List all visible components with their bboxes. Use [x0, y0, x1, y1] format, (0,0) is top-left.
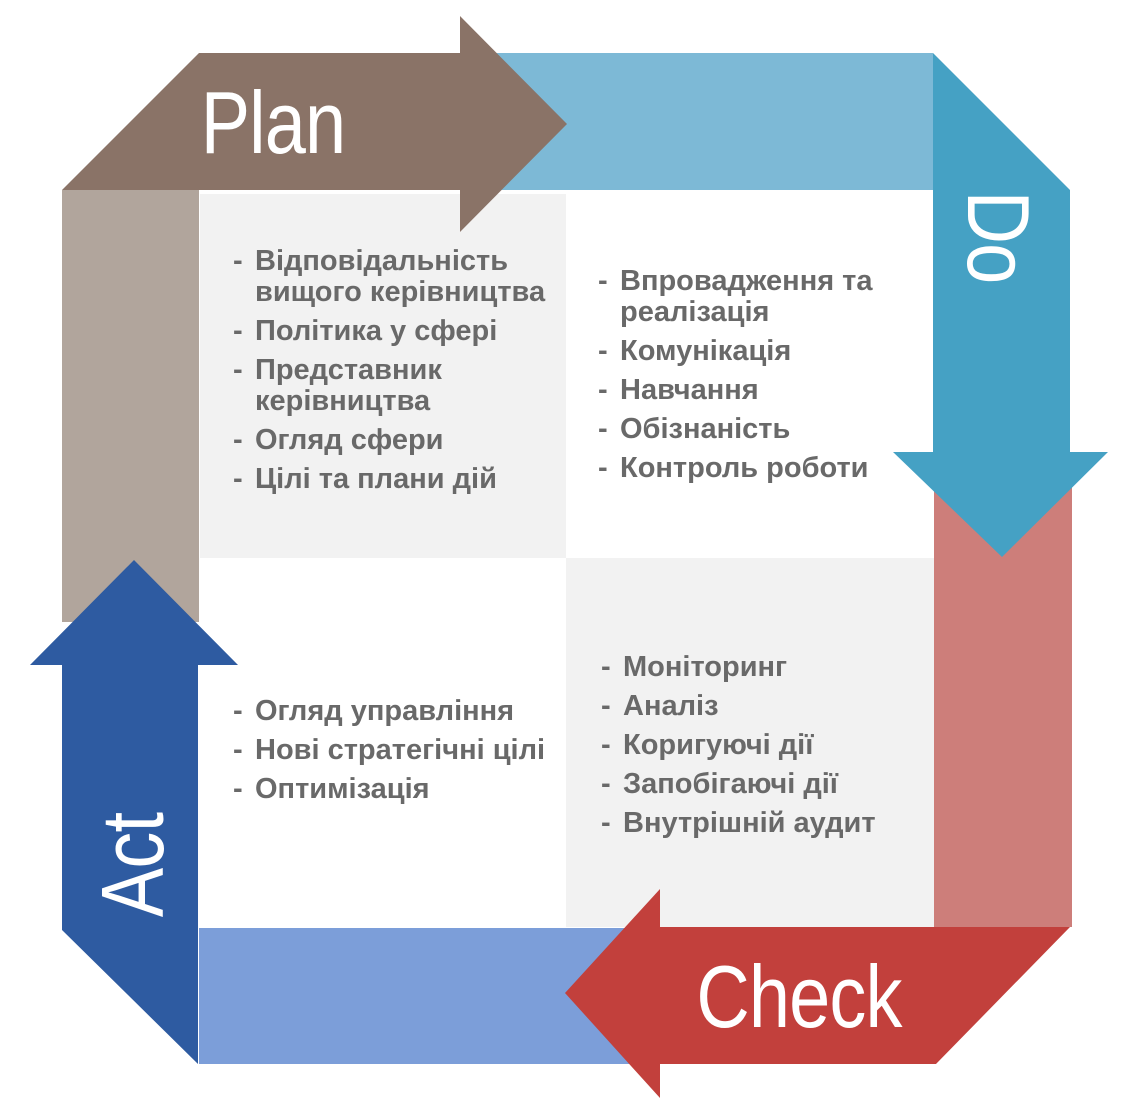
- check-list-item: - Коригуючі дії: [601, 730, 931, 761]
- list-item-dash: -: [598, 335, 608, 367]
- plan-tail-band: [62, 190, 199, 622]
- list-item-text: Коригуючі дії: [623, 729, 814, 761]
- check-label: Check: [696, 947, 902, 1046]
- plan-quadrant-panel: [200, 194, 566, 558]
- do-list-item: - Впровадження та реалізація: [598, 266, 928, 328]
- list-item-text: Огляд управління: [255, 695, 515, 727]
- do-list-item: - Обізнаність: [598, 414, 928, 445]
- do-list-item: - Контроль роботи: [598, 453, 928, 484]
- list-item-text: Оптимізація: [255, 773, 430, 805]
- plan-label: Plan: [200, 73, 346, 172]
- list-item-text: Моніторинг: [623, 651, 788, 683]
- list-item-text: Огляд сфери: [255, 424, 444, 456]
- check-list-item: - Внутрішній аудит: [601, 808, 931, 839]
- list-item-text: Відповідальність вищого керівництва: [255, 245, 546, 308]
- list-item-dash: -: [233, 315, 243, 347]
- list-item-dash: -: [233, 354, 243, 386]
- list-item-dash: -: [233, 245, 243, 277]
- plan-list-item: - Представник керівництва: [233, 355, 565, 417]
- act-item-list: - Огляд управління - Нові стратегічні ці…: [233, 696, 578, 813]
- act-label: Act: [83, 812, 182, 918]
- list-item-text: Обізнаність: [620, 413, 791, 445]
- do-item-list: - Впровадження та реалізація - Комунікац…: [598, 266, 928, 492]
- list-item-text: Аналіз: [623, 690, 719, 722]
- list-item-text: Запобігаючі дії: [623, 768, 838, 800]
- list-item-dash: -: [601, 729, 611, 761]
- list-item-dash: -: [598, 452, 608, 484]
- list-item-text: Навчання: [620, 374, 759, 406]
- check-list-item: - Аналіз: [601, 691, 931, 722]
- act-list-item: - Огляд управління: [233, 696, 578, 727]
- list-item-dash: -: [601, 690, 611, 722]
- do-list-item: - Навчання: [598, 375, 928, 406]
- list-item-dash: -: [601, 651, 611, 683]
- plan-list-item: - Відповідальність вищого керівництва: [233, 246, 565, 308]
- act-arrow: [30, 560, 238, 1064]
- list-item-dash: -: [233, 734, 243, 766]
- list-item-text: Контроль роботи: [620, 452, 869, 484]
- list-item-dash: -: [601, 807, 611, 839]
- plan-list-item: - Політика у сфері: [233, 316, 565, 347]
- list-item-text: Внутрішній аудит: [623, 807, 876, 839]
- check-item-list: - Моніторинг - Аналіз - Коригуючі дії - …: [601, 652, 931, 847]
- plan-list-item: - Цілі та плани дій: [233, 464, 565, 495]
- plan-list-item: - Огляд сфери: [233, 425, 565, 456]
- list-item-dash: -: [601, 768, 611, 800]
- list-item-dash: -: [233, 773, 243, 805]
- act-list-item: - Оптимізація: [233, 774, 578, 805]
- list-item-dash: -: [233, 463, 243, 495]
- list-item-text: Впровадження та реалізація: [620, 265, 873, 328]
- list-item-dash: -: [233, 695, 243, 727]
- list-item-text: Комунікація: [620, 335, 792, 367]
- check-list-item: - Моніторинг: [601, 652, 931, 683]
- list-item-text: Політика у сфері: [255, 315, 498, 347]
- check-quadrant-panel: [566, 558, 934, 927]
- list-item-text: Представник керівництва: [255, 354, 442, 417]
- list-item-dash: -: [598, 413, 608, 445]
- do-arrow: [893, 53, 1108, 557]
- act-list-item: - Нові стратегічні цілі: [233, 735, 578, 766]
- list-item-text: Цілі та плани дій: [255, 463, 497, 495]
- plan-arrow: [62, 16, 567, 232]
- list-item-dash: -: [233, 424, 243, 456]
- plan-item-list: - Відповідальність вищого керівництва - …: [233, 246, 565, 503]
- list-item-dash: -: [598, 265, 608, 297]
- do-label: Do: [949, 190, 1048, 284]
- list-item-text: Нові стратегічні цілі: [255, 734, 546, 766]
- check-arrow: [565, 889, 1070, 1098]
- list-item-dash: -: [598, 374, 608, 406]
- check-list-item: - Запобігаючі дії: [601, 769, 931, 800]
- do-list-item: - Комунікація: [598, 336, 928, 367]
